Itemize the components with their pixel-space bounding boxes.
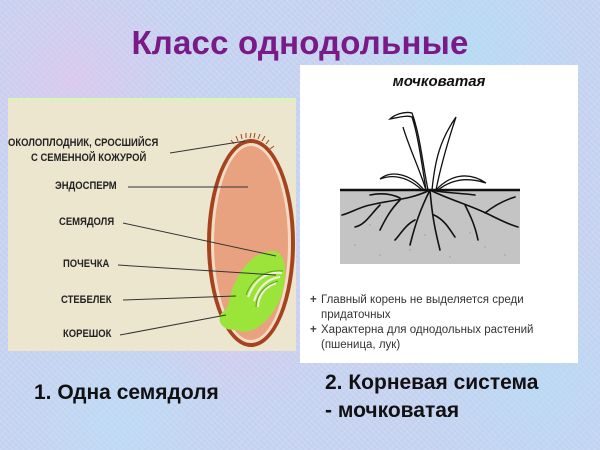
root-system-panel: мочковатая xyxy=(300,65,578,363)
label-cotyledon: СЕМЯДОЛЯ xyxy=(59,216,115,228)
label-stem: СТЕБЕЛЕК xyxy=(61,294,112,306)
seed-diagram-panel: ОКОЛОПЛОДНИК, СРОСШИЙСЯ С СЕМЕННОЙ КОЖУР… xyxy=(8,98,296,351)
embryo xyxy=(219,251,286,332)
bullet-text: Главный корень не выделяется среди прида… xyxy=(321,294,524,321)
pointer-lines xyxy=(117,140,277,336)
caption-one-cotyledon: 1. Одна семядоля xyxy=(34,381,219,404)
soil xyxy=(340,190,520,264)
plus-icon: + xyxy=(310,324,317,336)
bullet-text: Характерна для однодольных растений (пше… xyxy=(321,324,534,351)
seed-hairs xyxy=(230,132,275,150)
caption-root-system-line2: - мочковатая xyxy=(325,399,460,422)
slide-title: Класс однодольные xyxy=(131,24,469,61)
roots xyxy=(341,189,519,251)
list-item: + Главный корень не выделяется среди при… xyxy=(310,293,572,323)
plant-leaves xyxy=(379,111,487,191)
label-pericarp: ОКОЛОПЛОДНИК, СРОСШИЙСЯ xyxy=(8,137,159,149)
root-type-heading: мочковатая xyxy=(392,73,486,90)
seed-illustration xyxy=(117,132,295,347)
list-item: + Характерна для однодольных растений (п… xyxy=(310,323,572,353)
plumule xyxy=(247,271,283,308)
label-endosperm: ЭНДОСПЕРМ xyxy=(55,180,117,192)
fibrous-root-illustration xyxy=(340,111,520,264)
label-root: КОРЕШОК xyxy=(63,328,112,340)
caption-root-system-line1: 2. Корневая система xyxy=(325,371,539,394)
label-bud: ПОЧЕЧКА xyxy=(63,258,110,270)
plus-icon: + xyxy=(310,294,317,306)
label-seed-coat: С СЕМЕННОЙ КОЖУРОЙ xyxy=(31,152,147,164)
root-facts-list: + Главный корень не выделяется среди при… xyxy=(310,293,572,353)
